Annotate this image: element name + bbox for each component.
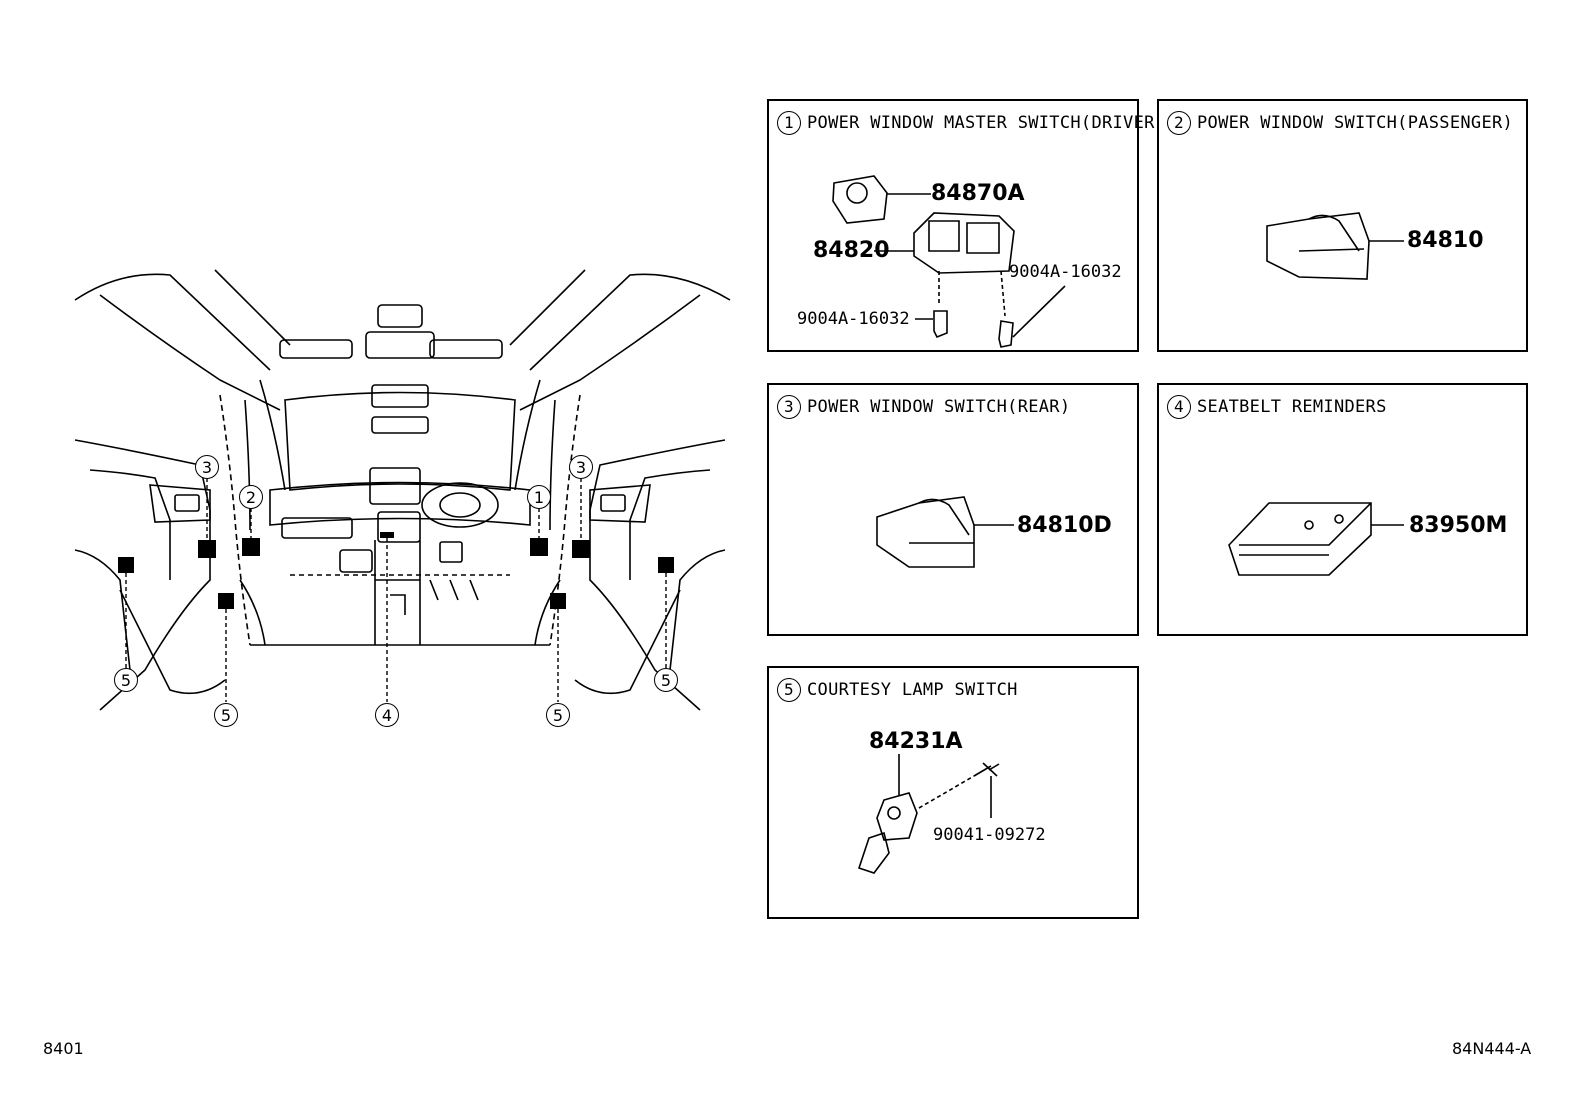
callout-rear-switch-left: 3 <box>195 455 219 479</box>
seatbelt-reminder-drawing <box>1228 502 1404 576</box>
part-number-84810D: 84810D <box>1017 513 1112 538</box>
panel-number: 2 <box>1167 111 1191 135</box>
panel-title-text: POWER WINDOW SWITCH(REAR) <box>807 397 1071 417</box>
callout-passenger-switch: 2 <box>239 485 263 509</box>
part-number-84231A: 84231A <box>869 729 963 754</box>
diagram-code-left: 8401 <box>43 1039 84 1058</box>
callout-courtesy-lamp-left-rear: 5 <box>114 668 138 692</box>
callout-rear-switch-right: 3 <box>569 455 593 479</box>
master-switch-drawing <box>832 175 1066 348</box>
panel-switch-passenger: 2 POWER WINDOW SWITCH(PASSENGER) 84810 <box>1157 99 1528 352</box>
panel-seatbelt-reminders: 4 SEATBELT REMINDERS 83950M <box>1157 383 1528 636</box>
panel-number: 5 <box>777 678 801 702</box>
vehicle-interior-illustration <box>74 269 731 711</box>
panel-title: 1 POWER WINDOW MASTER SWITCH(DRIVER) <box>777 111 1165 135</box>
diagram-code-right: 84N444-A <box>1452 1039 1532 1058</box>
callout-courtesy-lamp-left-front: 5 <box>214 703 238 727</box>
part-number-84820: 84820 <box>813 238 890 263</box>
panel-title-text: POWER WINDOW SWITCH(PASSENGER) <box>1197 113 1514 133</box>
part-number-90041-09272: 90041-09272 <box>933 825 1046 845</box>
rear-switch-drawing <box>876 496 1014 568</box>
part-number-83950M: 83950M <box>1409 513 1508 538</box>
panel-title: 5 COURTESY LAMP SWITCH <box>777 678 1018 702</box>
panel-number: 1 <box>777 111 801 135</box>
panel-number: 3 <box>777 395 801 419</box>
panel-title: 3 POWER WINDOW SWITCH(REAR) <box>777 395 1070 419</box>
part-number-84810: 84810 <box>1407 228 1484 253</box>
part-number-screw-right: 9004A-16032 <box>1009 262 1122 282</box>
panel-switch-rear: 3 POWER WINDOW SWITCH(REAR) 84810D <box>767 383 1139 636</box>
panel-title: 4 SEATBELT REMINDERS <box>1167 395 1387 419</box>
panel-title-text: POWER WINDOW MASTER SWITCH(DRIVER) <box>807 113 1166 133</box>
part-number-screw-left: 9004A-16032 <box>797 309 910 329</box>
passenger-switch-drawing <box>1266 212 1404 280</box>
panel-title-text: SEATBELT REMINDERS <box>1197 397 1387 417</box>
callout-courtesy-lamp-right-front: 5 <box>546 703 570 727</box>
panel-number: 4 <box>1167 395 1191 419</box>
callout-driver-master-switch: 1 <box>527 485 551 509</box>
panel-title: 2 POWER WINDOW SWITCH(PASSENGER) <box>1167 111 1513 135</box>
callout-courtesy-lamp-right-rear: 5 <box>654 668 678 692</box>
callout-seatbelt-reminder: 4 <box>375 703 399 727</box>
panel-title-text: COURTESY LAMP SWITCH <box>807 680 1018 700</box>
panel-courtesy-lamp-switch: 5 COURTESY LAMP SWITCH 84231A 90041-09272 <box>767 666 1139 919</box>
part-number-84870A: 84870A <box>931 181 1025 206</box>
panel-master-switch-driver: 1 POWER WINDOW MASTER SWITCH(DRIVER) 8487… <box>767 99 1165 352</box>
courtesy-lamp-switch-drawing <box>857 754 1000 874</box>
